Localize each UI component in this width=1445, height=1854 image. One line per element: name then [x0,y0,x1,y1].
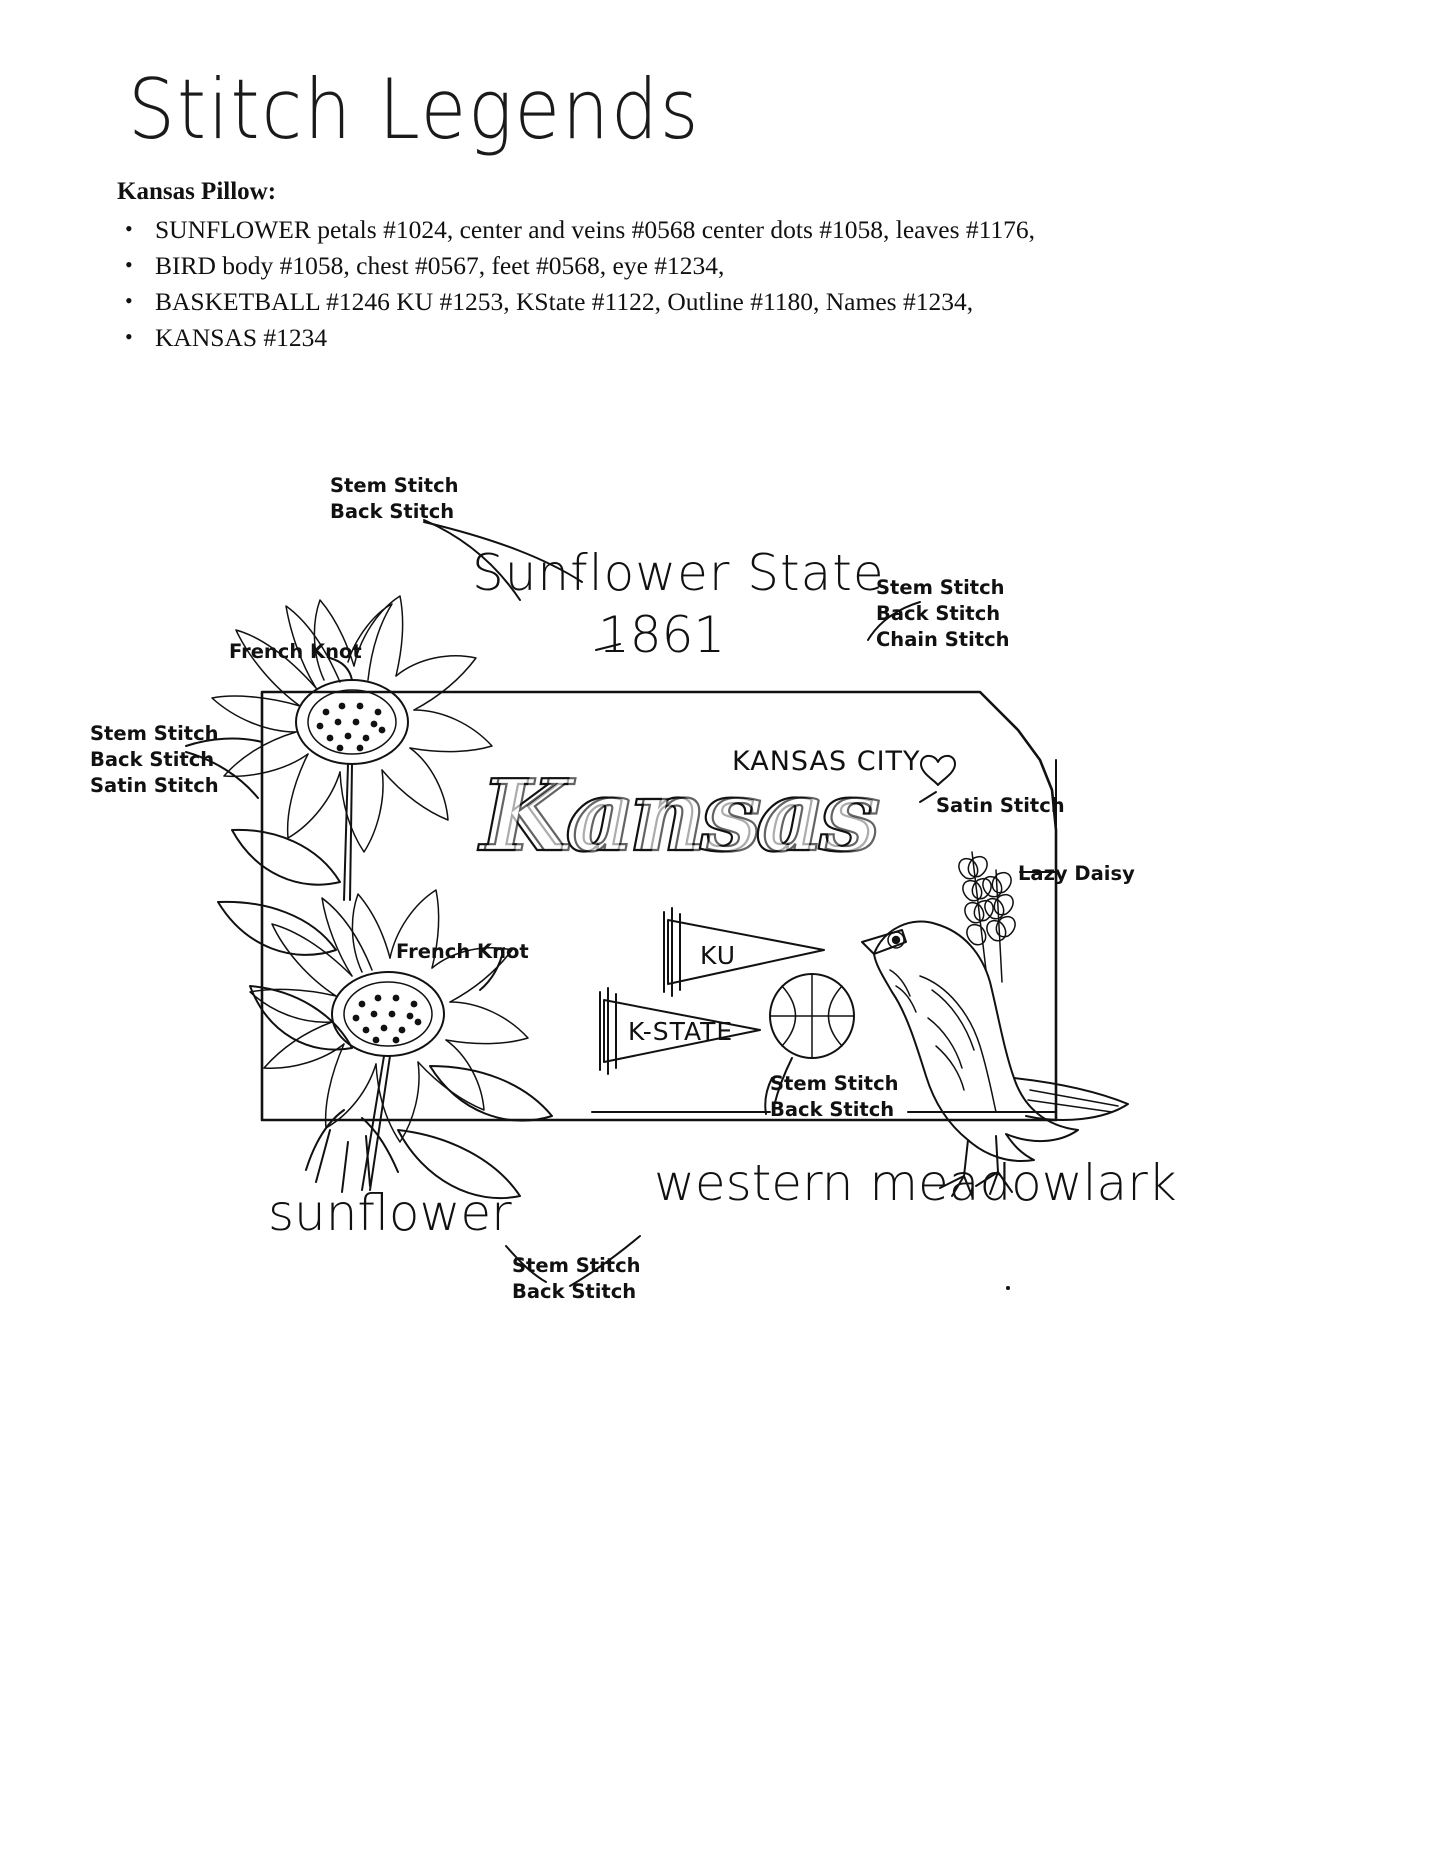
meadowlark-bird [861,920,1129,1197]
annotation-line: Back Stitch [512,1280,636,1303]
pennant-kstate-label: K-STATE [628,1017,733,1046]
annotation-line: Stem Stitch [330,474,459,497]
bullet-icon: • [125,216,133,241]
leader-lines [185,519,1057,1287]
annotation-sunflower-stitch: Stem Stitch Back Stitch Satin Stitch [90,722,219,797]
annotation-satin-stitch-heart: Satin Stitch [936,794,1065,817]
pennant-ku: KU [663,907,825,997]
french-knot-dots-upper [316,702,386,752]
list-item: • BIRD body #1058, chest #0567, feet #05… [117,248,1217,284]
annotation-line: Back Stitch [770,1098,894,1121]
list-item-text: KANSAS #1234 [155,323,328,352]
annotation-pennant-stitch: Stem Stitch Back Stitch [770,1072,899,1121]
printer-speck [1006,1286,1010,1290]
annotation-french-knot-lower: French Knot [396,940,529,963]
annotation-line: Satin Stitch [936,794,1065,817]
annotation-lazy-daisy-wheat: Lazy Daisy [1018,862,1135,885]
list-item: • KANSAS #1234 [117,320,1217,356]
pennant-ku-label: KU [700,941,736,970]
annotation-state-border-stitch: Stem Stitch Back Stitch Chain Stitch [876,576,1010,651]
basketball-icon [769,973,855,1059]
annotation-line: French Knot [396,940,529,963]
bullet-icon: • [125,324,133,349]
city-label: KANSAS CITY [732,746,921,777]
sunflower-lower [249,889,529,1143]
annotation-line: Stem Stitch [512,1254,641,1277]
script-kansas: Kansas [477,759,874,874]
list-item-text: BIRD body #1058, chest #0567, feet #0568… [155,251,725,280]
list-item-text: SUNFLOWER petals #1024, center and veins… [155,215,1036,244]
pennant-kstate: K-STATE [599,987,761,1075]
annotation-line: Stem Stitch [770,1072,899,1095]
script-sunflower-word: sunflower [268,1184,512,1242]
annotation-line: Back Stitch [876,602,1000,625]
annotation-line: Lazy Daisy [1018,862,1135,885]
list-item: • BASKETBALL #1246 KU #1253, KState #112… [117,284,1217,320]
script-meadowlark-word: western meadowlark [654,1154,1177,1212]
annotation-french-knot-upper: French Knot [229,640,362,663]
annotation-line: Back Stitch [90,748,214,771]
script-statehood-year: 1861 [598,606,725,664]
annotation-line: Stem Stitch [876,576,1005,599]
heart-icon [920,754,956,786]
annotation-title-stitch: Stem Stitch Back Stitch [330,474,459,523]
kansas-word-shadow: Kansas [484,759,881,874]
list-item: • SUNFLOWER petals #1024, center and vei… [117,212,1217,248]
list-item-text: BASKETBALL #1246 KU #1253, KState #1122,… [155,287,974,316]
annotation-line: French Knot [229,640,362,663]
bullet-icon: • [125,252,133,277]
sunflower-stems-leaves [217,763,553,1200]
annotation-line: Stem Stitch [90,722,219,745]
stitch-legend-list: • SUNFLOWER petals #1024, center and vei… [117,212,1217,356]
sunflower-state-script: Sunflower State 1861 [472,544,885,664]
bullet-icon: • [125,288,133,313]
kansas-city-marker: KANSAS CITY [732,746,956,786]
annotation-line: Satin Stitch [90,774,219,797]
french-knot-dots-lower [352,994,422,1044]
wheat-sprigs [958,851,1016,983]
state-outline-shape [260,690,1058,1122]
annotation-line: Back Stitch [330,500,454,523]
annotation-flower-word-stitch: Stem Stitch Back Stitch [512,1254,641,1303]
page-title: Stitch Legends [128,62,701,159]
annotation-line: Chain Stitch [876,628,1010,651]
bird-eye [891,935,901,945]
script-sunflower-state: Sunflower State [472,544,885,602]
legend-heading: Kansas Pillow: [117,178,277,205]
kansas-pattern-illustration: Sunflower State 1861 Kansas Kansas KANSA… [0,430,1445,1360]
kansas-outline-word: Kansas Kansas [476,758,882,875]
